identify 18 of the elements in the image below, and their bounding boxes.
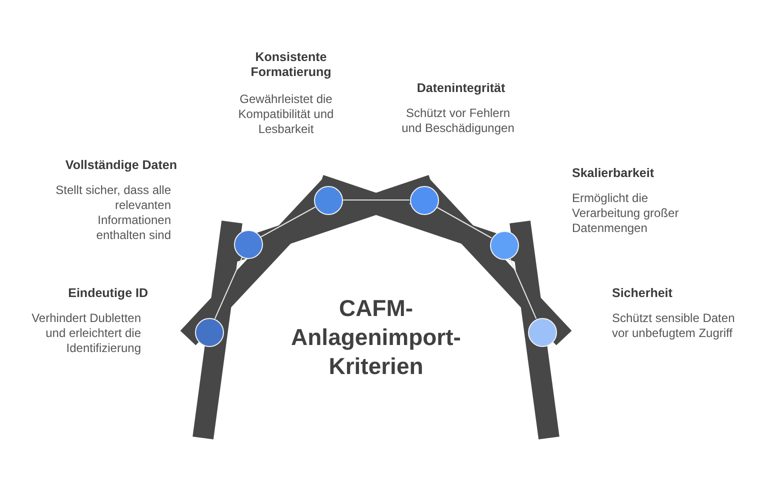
criterion-heading: Skalierbarkeit xyxy=(572,166,654,181)
connector-line xyxy=(342,199,410,201)
criterion-description: Ermöglicht die Verarbeitung großer Datenmengen xyxy=(572,191,680,236)
connector-line xyxy=(214,257,243,319)
connector-line xyxy=(436,206,492,238)
criterion-heading: Eindeutige ID xyxy=(68,286,148,301)
criterion-heading: Sicherheit xyxy=(612,286,672,301)
criterion-description: Schützt sensible Daten vor unbefugtem Zugriff xyxy=(612,311,736,341)
criterion-description: Schützt vor Fehlern und Beschädigungen xyxy=(400,106,516,136)
diagram-title: CAFM-Anlagenimport-Kriterien xyxy=(290,294,462,381)
criterion-heading: Vollständige Daten xyxy=(65,158,177,173)
criterion-description: Verhindert Dubletten und erleichtert die Identifizierung xyxy=(30,311,141,356)
criterion-description: Gewährleistet die Kompatibilität und Lesbarkeit xyxy=(237,92,335,137)
connector-line xyxy=(260,206,316,238)
criterion-description: Stellt sicher, dass alle relevanten Informationen enthalten sind xyxy=(54,183,171,243)
criterion-heading: Datenintegrität xyxy=(416,81,506,96)
connector-line xyxy=(509,258,537,319)
criterion-heading: Konsistente Formatierung xyxy=(250,50,332,80)
